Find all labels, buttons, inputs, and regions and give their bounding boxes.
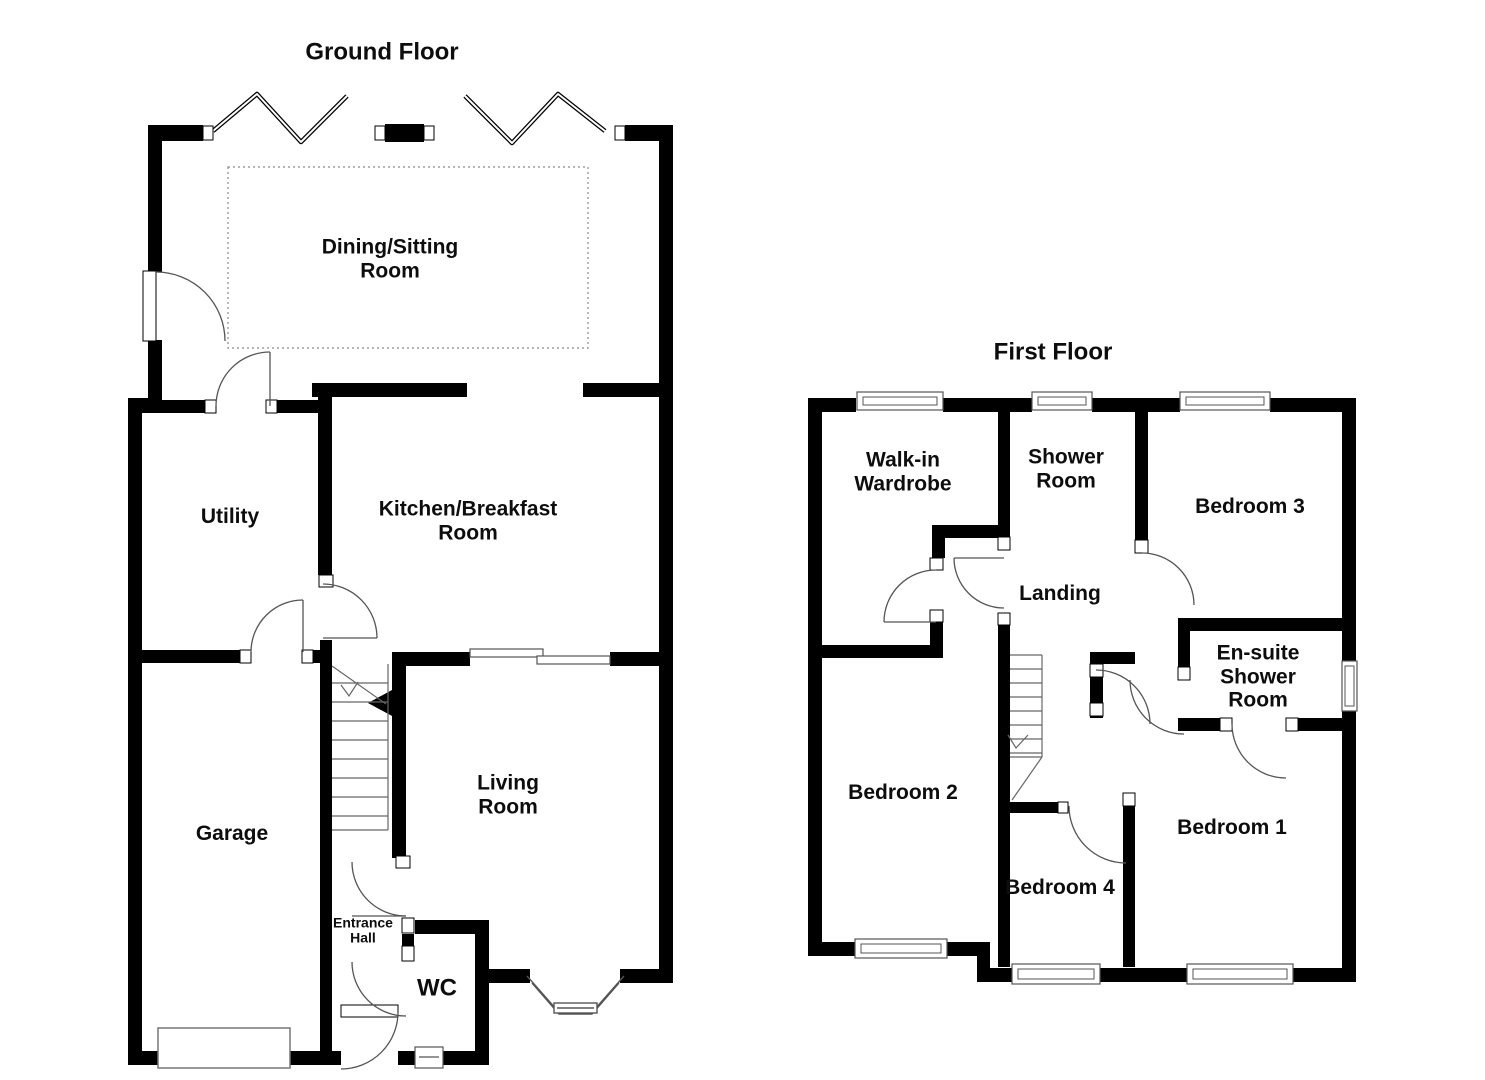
ground-floor-door-frames	[142, 125, 626, 1018]
first-floor-stairs	[1007, 654, 1043, 801]
room-label-bedroom3: Bedroom 3	[1195, 495, 1305, 519]
room-label-garage: Garage	[195, 822, 269, 846]
ground-floor-dining-dashed-outline	[227, 166, 589, 349]
ground-floor-windows	[414, 648, 611, 1069]
ground-floor-stairs	[331, 664, 389, 831]
first-floor-walls	[808, 398, 1356, 982]
room-label-entrance-hall: Entrance Hall	[333, 914, 393, 946]
ground-floor-walls	[128, 124, 673, 1065]
garage-door-icon	[157, 1027, 291, 1069]
room-label-bedroom4: Bedroom 4	[1005, 876, 1115, 900]
room-label-bedroom1: Bedroom 1	[1177, 816, 1287, 840]
ground-floor-door-arcs	[155, 271, 407, 1070]
room-label-kitchen: Kitchen/Breakfast Room	[378, 497, 558, 544]
room-label-ensuite: En-suite Shower Room	[1216, 641, 1300, 712]
ground-floor-title: Ground Floor	[305, 38, 459, 66]
first-floor-door-arcs	[883, 552, 1287, 864]
room-label-dining-sitting: Dining/Sitting Room	[321, 235, 459, 282]
bay-window-icon	[526, 975, 625, 1015]
room-label-wardrobe: Walk-in Wardrobe	[854, 448, 952, 495]
room-label-shower-room: Shower Room	[1028, 445, 1104, 492]
room-label-landing: Landing	[1019, 582, 1101, 606]
first-floor-windows	[854, 391, 1358, 985]
room-label-bedroom2: Bedroom 2	[848, 781, 958, 805]
room-label-utility: Utility	[200, 505, 260, 529]
room-label-wc: WC	[417, 974, 457, 1002]
first-floor-title: First Floor	[993, 338, 1113, 366]
room-label-living-room: Living Room	[477, 771, 539, 818]
bifold-door-icons	[211, 91, 607, 146]
